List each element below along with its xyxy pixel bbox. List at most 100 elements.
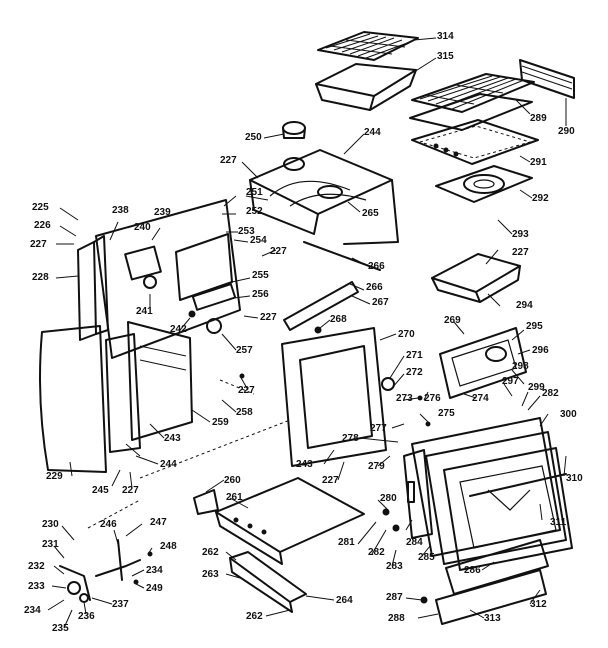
callout-234-lower: 234	[24, 605, 41, 616]
callout-268: 268	[330, 314, 347, 325]
valve-parts	[59, 539, 153, 603]
oven-bottom	[411, 119, 539, 165]
callout-227-left: 227	[30, 239, 47, 250]
callout-294: 294	[516, 300, 533, 311]
callout-262: 262	[202, 547, 219, 558]
callout-279: 279	[368, 461, 385, 472]
callout-243-frame: 243	[296, 459, 313, 470]
callout-263: 263	[202, 569, 219, 580]
callout-244: 244	[364, 127, 381, 138]
callout-266-lower: 266	[366, 282, 383, 293]
callout-225: 225	[32, 202, 49, 213]
callout-262-lower: 262	[246, 611, 263, 622]
callout-240: 240	[134, 222, 151, 233]
callout-229: 229	[46, 471, 63, 482]
callout-226: 226	[34, 220, 51, 231]
callout-314: 314	[437, 31, 454, 42]
callout-227-frame: 227	[322, 475, 339, 486]
callout-252: 252	[246, 206, 263, 217]
alignment-lines	[87, 379, 291, 529]
callout-242: 242	[170, 324, 187, 335]
callout-280: 280	[380, 493, 397, 504]
cooktop-burner-box	[249, 149, 399, 245]
callout-272: 272	[406, 367, 423, 378]
callout-315: 315	[437, 51, 454, 62]
callout-267: 267	[372, 297, 389, 308]
callout-227-tray: 227	[512, 247, 529, 258]
callout-227-mid: 227	[270, 246, 287, 257]
callout-271: 271	[406, 350, 423, 361]
callout-310: 310	[566, 473, 583, 484]
callout-250: 250	[245, 132, 262, 143]
callout-249: 249	[146, 583, 163, 594]
callout-241: 241	[136, 306, 153, 317]
burner-cap	[282, 121, 306, 139]
callout-281: 281	[338, 537, 355, 548]
screws	[188, 310, 431, 604]
callout-257: 257	[236, 345, 253, 356]
callout-290: 290	[558, 126, 575, 137]
callout-238: 238	[112, 205, 129, 216]
drawer-panel	[445, 539, 549, 595]
oven-front-frame	[281, 327, 395, 467]
callout-230: 230	[42, 519, 59, 530]
callout-231: 231	[42, 539, 59, 550]
drawer-bottom	[215, 477, 365, 565]
callout-311: 311	[550, 517, 567, 528]
callout-282: 282	[542, 388, 559, 399]
callout-259: 259	[212, 417, 229, 428]
callout-235: 235	[52, 623, 69, 634]
callout-284: 284	[406, 537, 423, 548]
callout-246: 246	[100, 519, 117, 530]
broiler-pan	[315, 63, 417, 111]
callout-245: 245	[92, 485, 109, 496]
callout-251: 251	[246, 187, 263, 198]
callout-227-bracket: 227	[260, 312, 277, 323]
callout-244-lower: 244	[160, 459, 177, 470]
callout-276: 276	[424, 393, 441, 404]
kick-plate	[229, 551, 307, 613]
callout-288: 288	[388, 613, 405, 624]
callout-264: 264	[336, 595, 353, 606]
callout-237: 237	[112, 599, 129, 610]
callout-234-upper: 234	[146, 565, 163, 576]
callout-266: 266	[368, 261, 385, 272]
callout-258: 258	[236, 407, 253, 418]
callout-227-liner: 227	[238, 385, 255, 396]
callout-243: 243	[164, 433, 181, 444]
callout-248: 248	[160, 541, 177, 552]
callout-298: 298	[512, 361, 529, 372]
callout-278: 278	[342, 433, 359, 444]
oven-burner	[435, 165, 533, 203]
oven-door-liner	[105, 321, 193, 453]
broiler-pan-grid	[317, 31, 419, 61]
callout-228: 228	[32, 272, 49, 283]
callout-227: 227	[220, 155, 237, 166]
callout-232: 232	[28, 561, 45, 572]
callout-287: 287	[386, 592, 403, 603]
callout-269: 269	[444, 315, 461, 326]
leader-lines	[47, 37, 567, 629]
callout-299: 299	[528, 382, 545, 393]
callout-270: 270	[398, 329, 415, 340]
callout-300: 300	[560, 409, 577, 420]
rack-support	[519, 59, 575, 99]
callout-293: 293	[512, 229, 529, 240]
callout-227-door: 227	[122, 485, 139, 496]
callout-261: 261	[226, 492, 243, 503]
callout-274: 274	[472, 393, 489, 404]
oven-door-assembly	[411, 417, 573, 571]
oven-door-outer	[39, 325, 107, 473]
callout-277: 277	[370, 423, 387, 434]
callout-285: 285	[418, 552, 435, 563]
callout-297: 297	[502, 376, 519, 387]
callout-233: 233	[28, 581, 45, 592]
callout-283: 283	[386, 561, 403, 572]
callout-295: 295	[526, 321, 543, 332]
door-hinge-parts	[403, 449, 433, 539]
storage-tray	[431, 253, 521, 303]
callout-312: 312	[530, 599, 547, 610]
callout-254: 254	[250, 235, 267, 246]
